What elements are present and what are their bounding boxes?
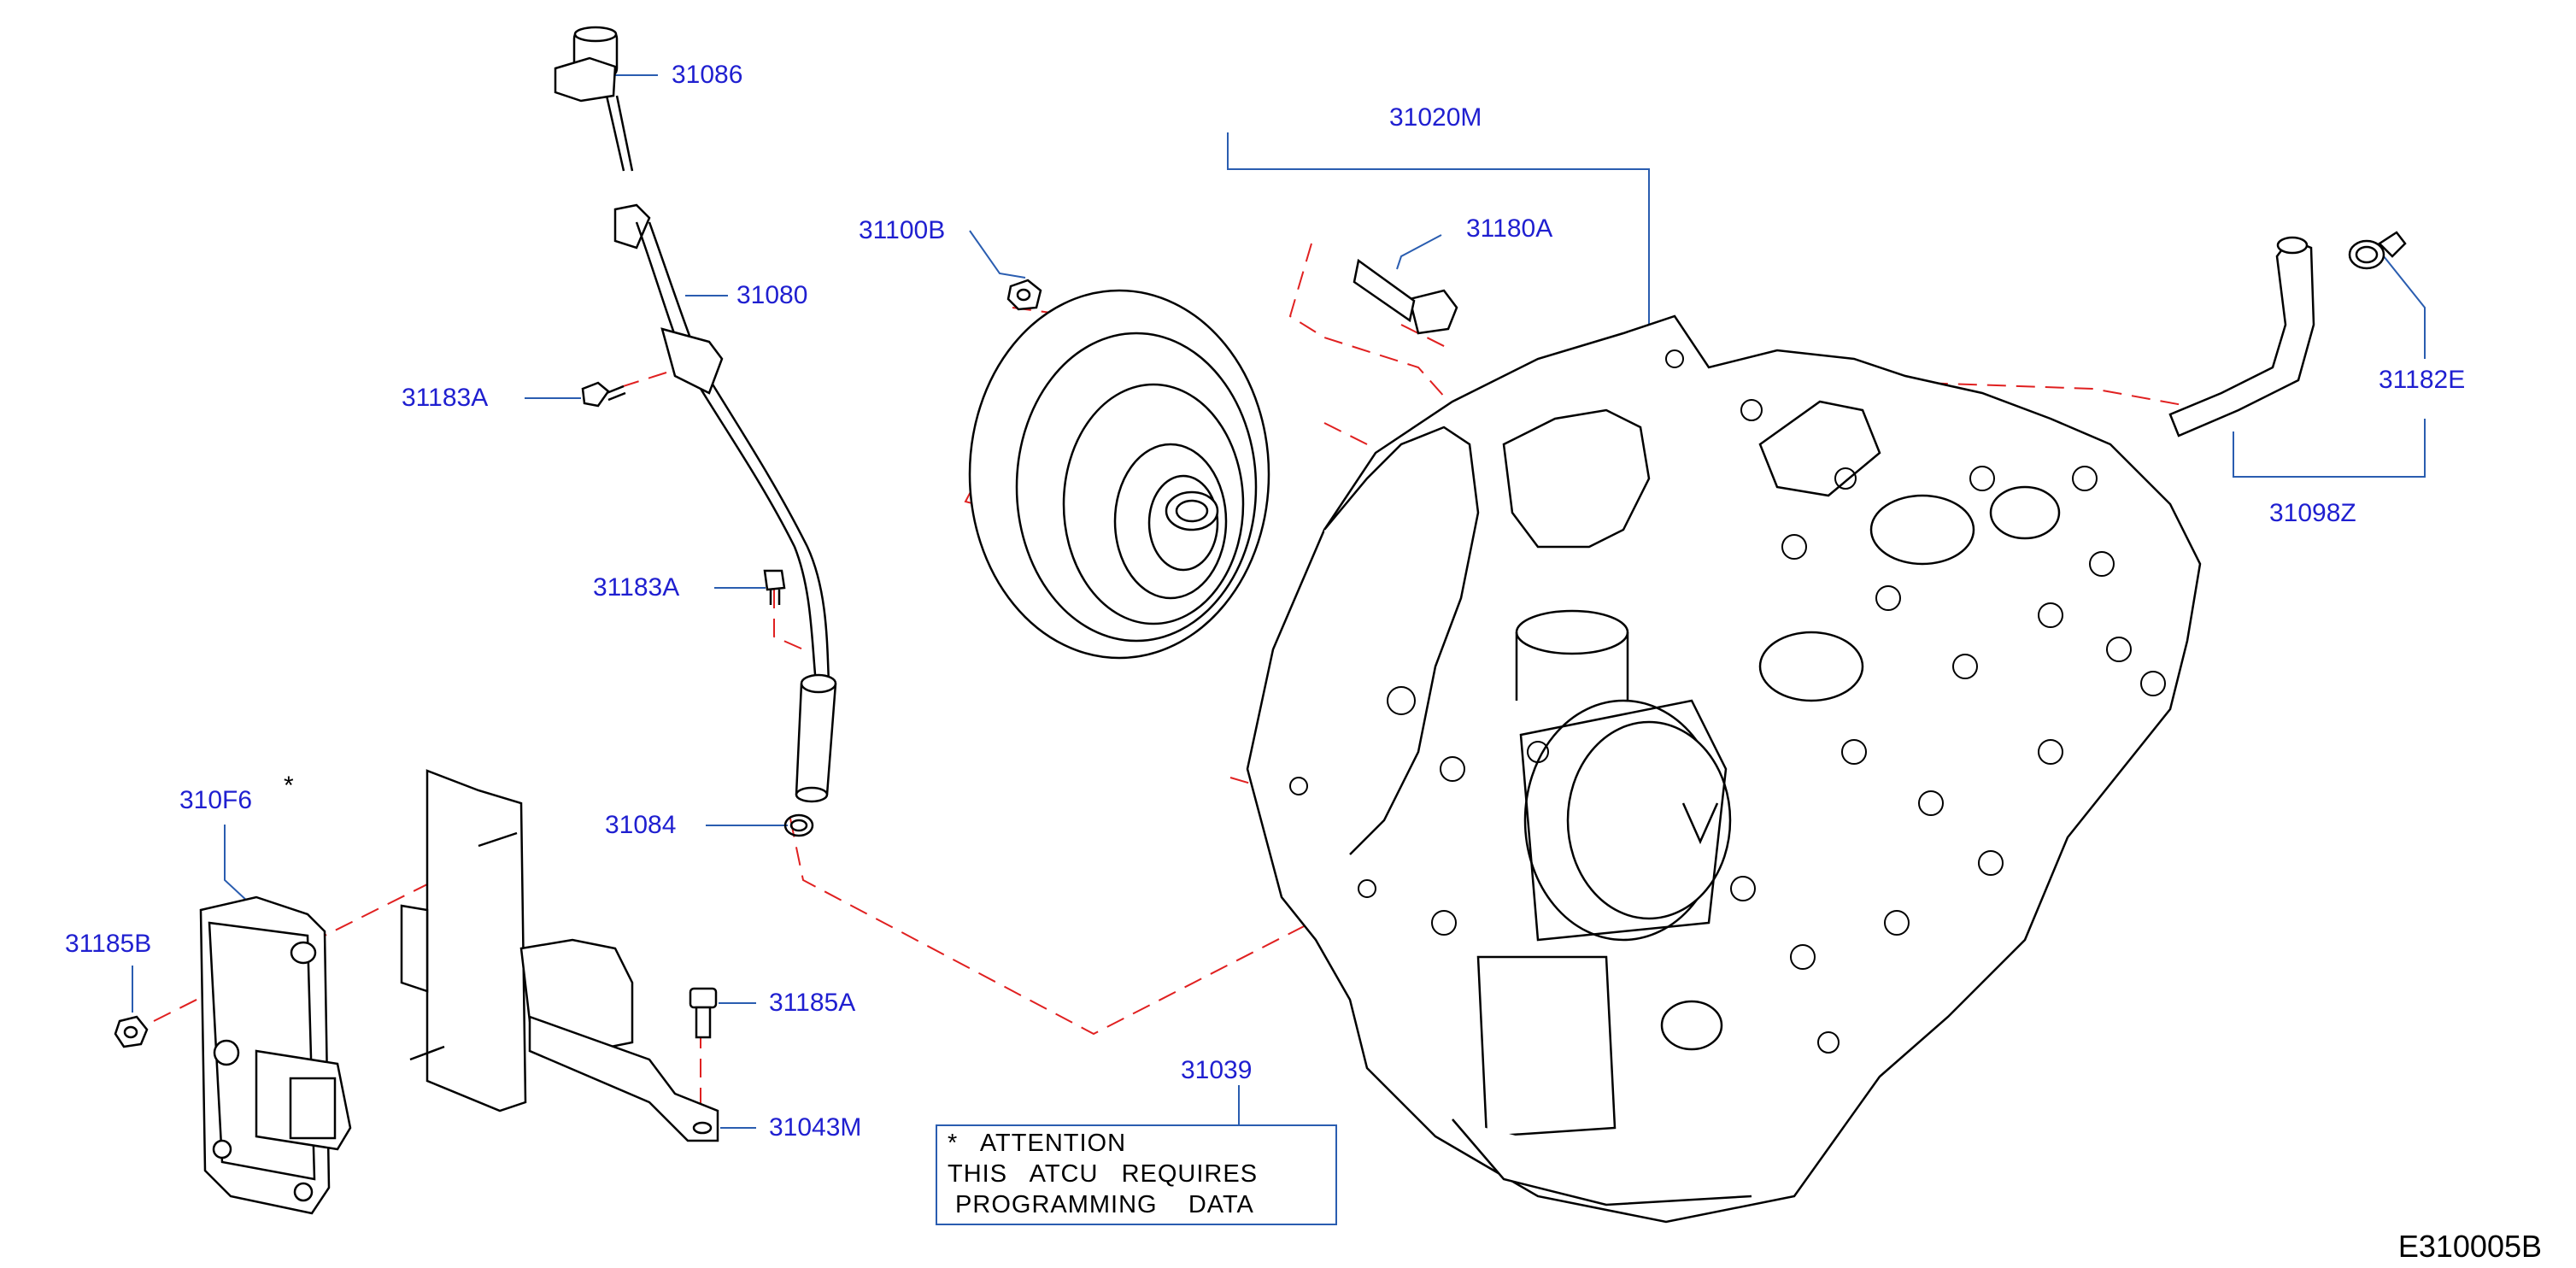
- bolt-31180A: [1353, 258, 1458, 335]
- dipstick-tube-31080: [613, 203, 837, 837]
- callout-310F6: 310F6: [179, 786, 253, 814]
- torque-converter: [968, 289, 1270, 660]
- callout-31084: 31084: [605, 811, 677, 839]
- callout-31020M: 31020M: [1389, 103, 1482, 132]
- callout-31086: 31086: [672, 61, 743, 89]
- hose-31098Z: [2168, 236, 2315, 437]
- callout-31100B: 31100B: [859, 216, 946, 244]
- tcu-module-310F6: [199, 895, 352, 1215]
- bolt-31183A-lower: [763, 569, 786, 605]
- callout-31039: 31039: [1181, 1056, 1253, 1084]
- transmission-details: [1289, 349, 2166, 1054]
- attention-note-box: * ATTENTION THIS ATCU REQUIRES PROGRAMMI…: [936, 1124, 1337, 1225]
- diagram-code: E310005B: [2397, 1229, 2542, 1264]
- note-line-3: PROGRAMMING DATA: [948, 1191, 1254, 1218]
- callout-31183A-lower: 31183A: [593, 573, 680, 602]
- note-line-1: * ATTENTION: [948, 1130, 1127, 1157]
- nut-31100B: [1006, 279, 1042, 311]
- callout-31180A: 31180A: [1466, 214, 1553, 243]
- asterisk-mark: *: [284, 772, 294, 800]
- bolt-31183A-upper: [581, 381, 626, 408]
- callout-31183A-upper: 31183A: [402, 384, 489, 412]
- callout-31182E: 31182E: [2379, 366, 2466, 394]
- clamp-31182E: [2348, 231, 2407, 270]
- transmission-assembly-31020M: [1246, 314, 2202, 1224]
- leader-lines: [132, 74, 2426, 1129]
- bracket-31043M: [400, 769, 719, 1142]
- nut-31185B: [114, 1015, 149, 1048]
- bolt-31185A: [689, 987, 718, 1039]
- callout-31043M: 31043M: [769, 1113, 862, 1142]
- callout-31185B: 31185B: [65, 930, 152, 958]
- callout-31080: 31080: [736, 281, 808, 309]
- callout-31098Z: 31098Z: [2269, 499, 2356, 527]
- note-line-2: THIS ATCU REQUIRES: [948, 1160, 1259, 1188]
- callout-31185A: 31185A: [769, 989, 856, 1017]
- sensor-31086: [554, 26, 634, 172]
